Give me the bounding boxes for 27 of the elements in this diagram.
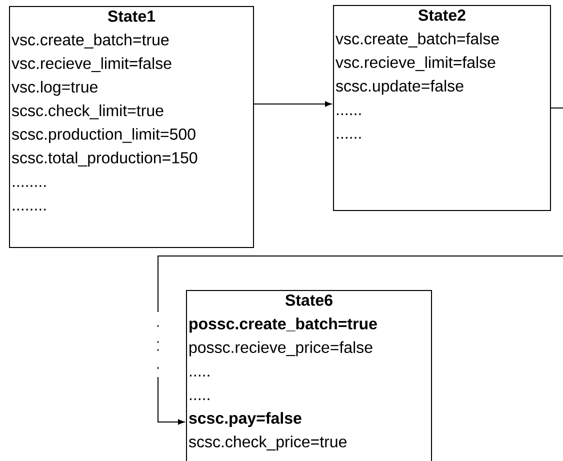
attribute-line: ........ <box>12 208 46 210</box>
state-box <box>9 6 254 248</box>
attribute-line: possc.create_batch=true <box>190 318 377 333</box>
attribute-line: vsc.create_batch=false <box>336 32 499 48</box>
attribute-line: scsc.update=false <box>336 80 464 95</box>
attribute-line: scsc.check_price=true <box>188 436 346 451</box>
attribute-line: ..... <box>190 374 210 376</box>
attribute-line: scsc.pay=false <box>189 412 302 427</box>
attribute-line: vsc.create_batch=true <box>12 34 169 48</box>
attribute-line: vsc.recieve_limit=false <box>12 57 172 72</box>
attribute-line: ...... <box>336 136 361 139</box>
state-box <box>333 5 551 211</box>
state-title: State6 <box>285 294 332 306</box>
arrow <box>254 101 332 107</box>
attribute-line: ...... <box>336 113 361 116</box>
attribute-line: ........ <box>12 185 46 187</box>
arrow <box>158 256 563 425</box>
state-box <box>186 290 432 461</box>
attribute-line: vsc.recieve_limit=false <box>336 56 496 72</box>
attribute-line: scsc.production_limit=500 <box>12 128 196 143</box>
attribute-line: vsc.log=true <box>12 80 98 96</box>
attribute-line: scsc.total_production=150 <box>12 152 198 167</box>
state-title: State1 <box>108 10 156 22</box>
attribute-line: ..... <box>190 398 210 400</box>
attribute-line: scsc.check_limit=true <box>12 104 164 120</box>
attribute-line: possc.recieve_price=false <box>190 341 372 356</box>
state-title: State2 <box>418 10 466 21</box>
